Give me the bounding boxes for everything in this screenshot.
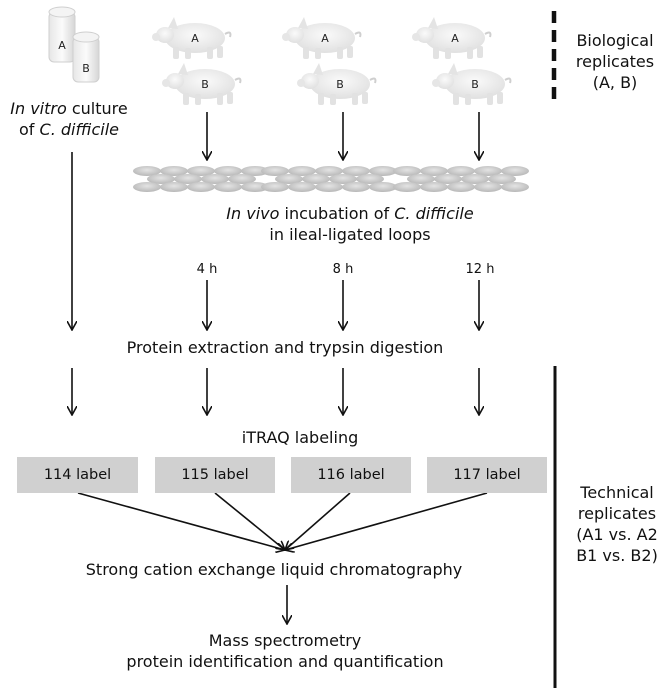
vial-b-icon: B <box>72 31 100 83</box>
itraq-label: iTRAQ labeling <box>241 428 359 447</box>
pig-3-b-icon: B <box>431 62 512 106</box>
ileal-loops-3-icon <box>393 166 529 192</box>
technical-replicates-label: Technical replicates (A1 vs. A2 B1 vs. B… <box>576 483 658 565</box>
vial-b-label: B <box>82 62 90 75</box>
biological-replicates-label: Biological replicates (A, B) <box>575 31 655 92</box>
label-box-116: 116 label <box>291 457 411 493</box>
arrow-116-to-scx <box>285 492 351 550</box>
time-4h: 4 h <box>196 262 218 277</box>
in-vivo-label: In vivo incubation of C. difficile in il… <box>226 204 474 244</box>
pig-1-a-icon: A <box>151 16 232 60</box>
svg-text:B: B <box>471 78 479 91</box>
time-12h: 12 h <box>465 262 495 277</box>
label-box-117: 117 label <box>427 457 547 493</box>
mass-spectrometry-label: Mass spectrometry protein identification… <box>126 631 444 671</box>
ileal-loops-2-icon <box>261 166 397 192</box>
vial-a-icon: A <box>48 6 76 63</box>
pig-1-b-icon: B <box>161 62 242 106</box>
svg-text:A: A <box>321 32 329 45</box>
protein-extraction-label: Protein extraction and trypsin digestion <box>126 338 444 357</box>
label-box-114: 114 label <box>17 457 138 493</box>
svg-text:A: A <box>451 32 459 45</box>
svg-text:A: A <box>191 32 199 45</box>
time-8h: 8 h <box>332 262 354 277</box>
scx-label: Strong cation exchange liquid chromatogr… <box>85 560 463 579</box>
in-vitro-label: In vitro culture of C. difficile <box>10 99 128 139</box>
pig-2-b-icon: B <box>296 62 377 106</box>
arrow-114-to-scx <box>77 492 285 550</box>
svg-text:B: B <box>201 78 209 91</box>
arrow-117-to-scx <box>285 492 488 550</box>
vial-a-label: A <box>58 39 66 52</box>
ileal-loops-1-icon <box>133 166 269 192</box>
label-box-115: 115 label <box>155 457 275 493</box>
arrow-115-to-scx <box>214 492 285 550</box>
svg-text:B: B <box>336 78 344 91</box>
pig-2-a-icon: A <box>281 16 362 60</box>
pig-3-a-icon: A <box>411 16 492 60</box>
